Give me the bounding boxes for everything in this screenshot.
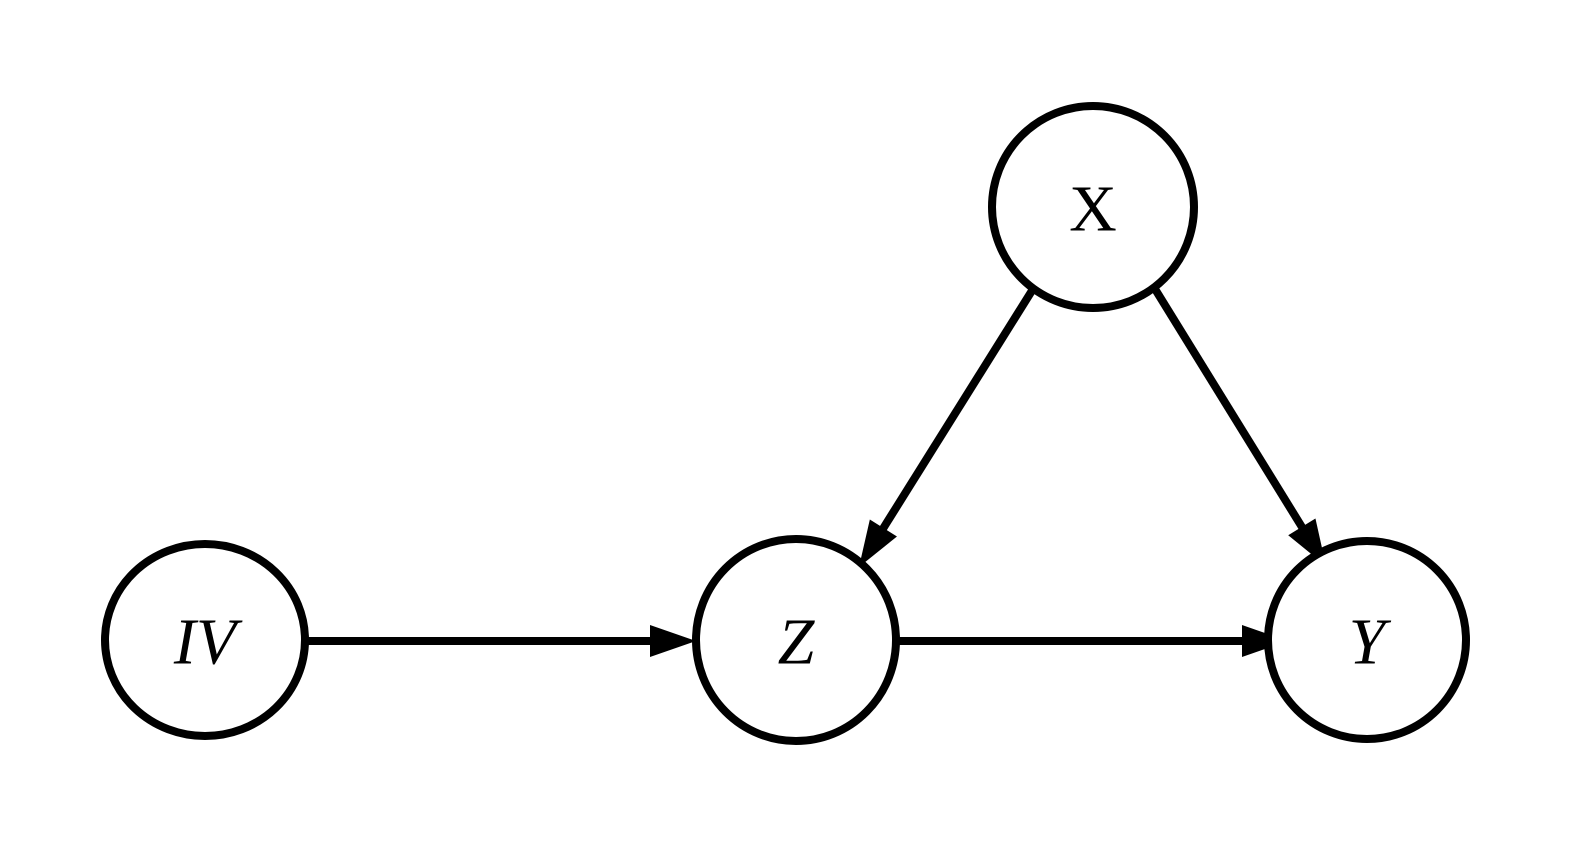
node-y[interactable]: Y xyxy=(1264,537,1470,743)
node-iv[interactable]: IV xyxy=(101,540,309,740)
node-circle[interactable] xyxy=(692,535,900,745)
edge-shaft xyxy=(878,286,1037,532)
node-x[interactable]: X xyxy=(988,102,1198,312)
node-circle[interactable] xyxy=(988,102,1198,312)
node-circle[interactable] xyxy=(1264,537,1470,743)
arrowhead-icon xyxy=(859,519,897,567)
nodes-layer: IV Z X Y xyxy=(101,102,1470,745)
node-circle[interactable] xyxy=(101,540,309,740)
edge-iv-to-z xyxy=(305,625,696,657)
node-z[interactable]: Z xyxy=(692,535,900,745)
node-label-iv: IV xyxy=(173,606,243,679)
edge-shaft xyxy=(1151,286,1307,531)
node-label-x: X xyxy=(1069,173,1117,246)
node-label-y: Y xyxy=(1349,606,1392,679)
edge-x-to-z xyxy=(859,286,1037,567)
edges-layer xyxy=(305,286,1326,657)
node-label-z: Z xyxy=(778,606,816,679)
arrowhead-icon xyxy=(650,625,696,657)
